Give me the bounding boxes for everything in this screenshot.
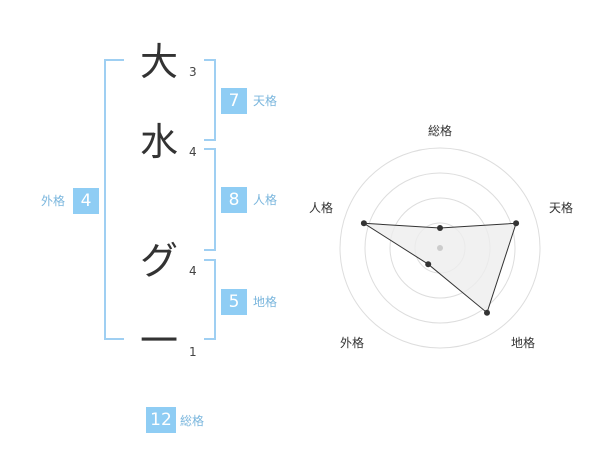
name-char-4: 一 bbox=[139, 319, 178, 363]
jinkaku-value: 8 bbox=[221, 187, 247, 213]
axis-label-jinkaku: 人格 bbox=[309, 201, 334, 215]
gaikaku-label: 外格 bbox=[41, 194, 66, 208]
radar-center-dot bbox=[437, 245, 443, 251]
axis-label-gaikaku: 外格 bbox=[340, 336, 365, 350]
tenkaku-value: 7 bbox=[221, 88, 247, 114]
radar-point-2 bbox=[484, 309, 490, 316]
name-char-1: 大 bbox=[139, 40, 178, 84]
stroke-count-1: 3 bbox=[189, 65, 197, 79]
tenkaku-label: 天格 bbox=[253, 94, 278, 108]
radar-ring bbox=[364, 172, 516, 324]
axis-label-chikaku: 地格 bbox=[511, 336, 536, 350]
name-char-2: 水 bbox=[139, 120, 178, 164]
soukaku-value: 12 bbox=[146, 407, 176, 433]
radar-polygon bbox=[363, 222, 517, 314]
name-char-3: グ bbox=[139, 239, 178, 283]
stroke-count-2: 4 bbox=[189, 145, 197, 159]
radar-point-1 bbox=[513, 220, 520, 227]
chikaku-bracket bbox=[204, 259, 216, 340]
radar-ring bbox=[339, 147, 541, 349]
tenkaku-bracket bbox=[204, 59, 216, 141]
gaikaku-value: 4 bbox=[73, 188, 99, 214]
stroke-count-4: 1 bbox=[189, 345, 197, 359]
radar-point-0 bbox=[437, 225, 443, 231]
gaikaku-bracket bbox=[104, 59, 124, 340]
radar-point-4 bbox=[360, 220, 367, 227]
soukaku-label: 総格 bbox=[180, 414, 205, 428]
axis-label-soukaku: 総格 bbox=[428, 124, 453, 138]
radar-point-3 bbox=[425, 261, 432, 268]
radar-series bbox=[360, 220, 520, 316]
axis-label-tenkaku: 天格 bbox=[549, 201, 574, 215]
stroke-count-3: 4 bbox=[189, 264, 197, 278]
jinkaku-label: 人格 bbox=[253, 193, 278, 207]
chikaku-value: 5 bbox=[221, 289, 247, 315]
chikaku-label: 地格 bbox=[253, 295, 278, 309]
jinkaku-bracket bbox=[204, 148, 216, 251]
